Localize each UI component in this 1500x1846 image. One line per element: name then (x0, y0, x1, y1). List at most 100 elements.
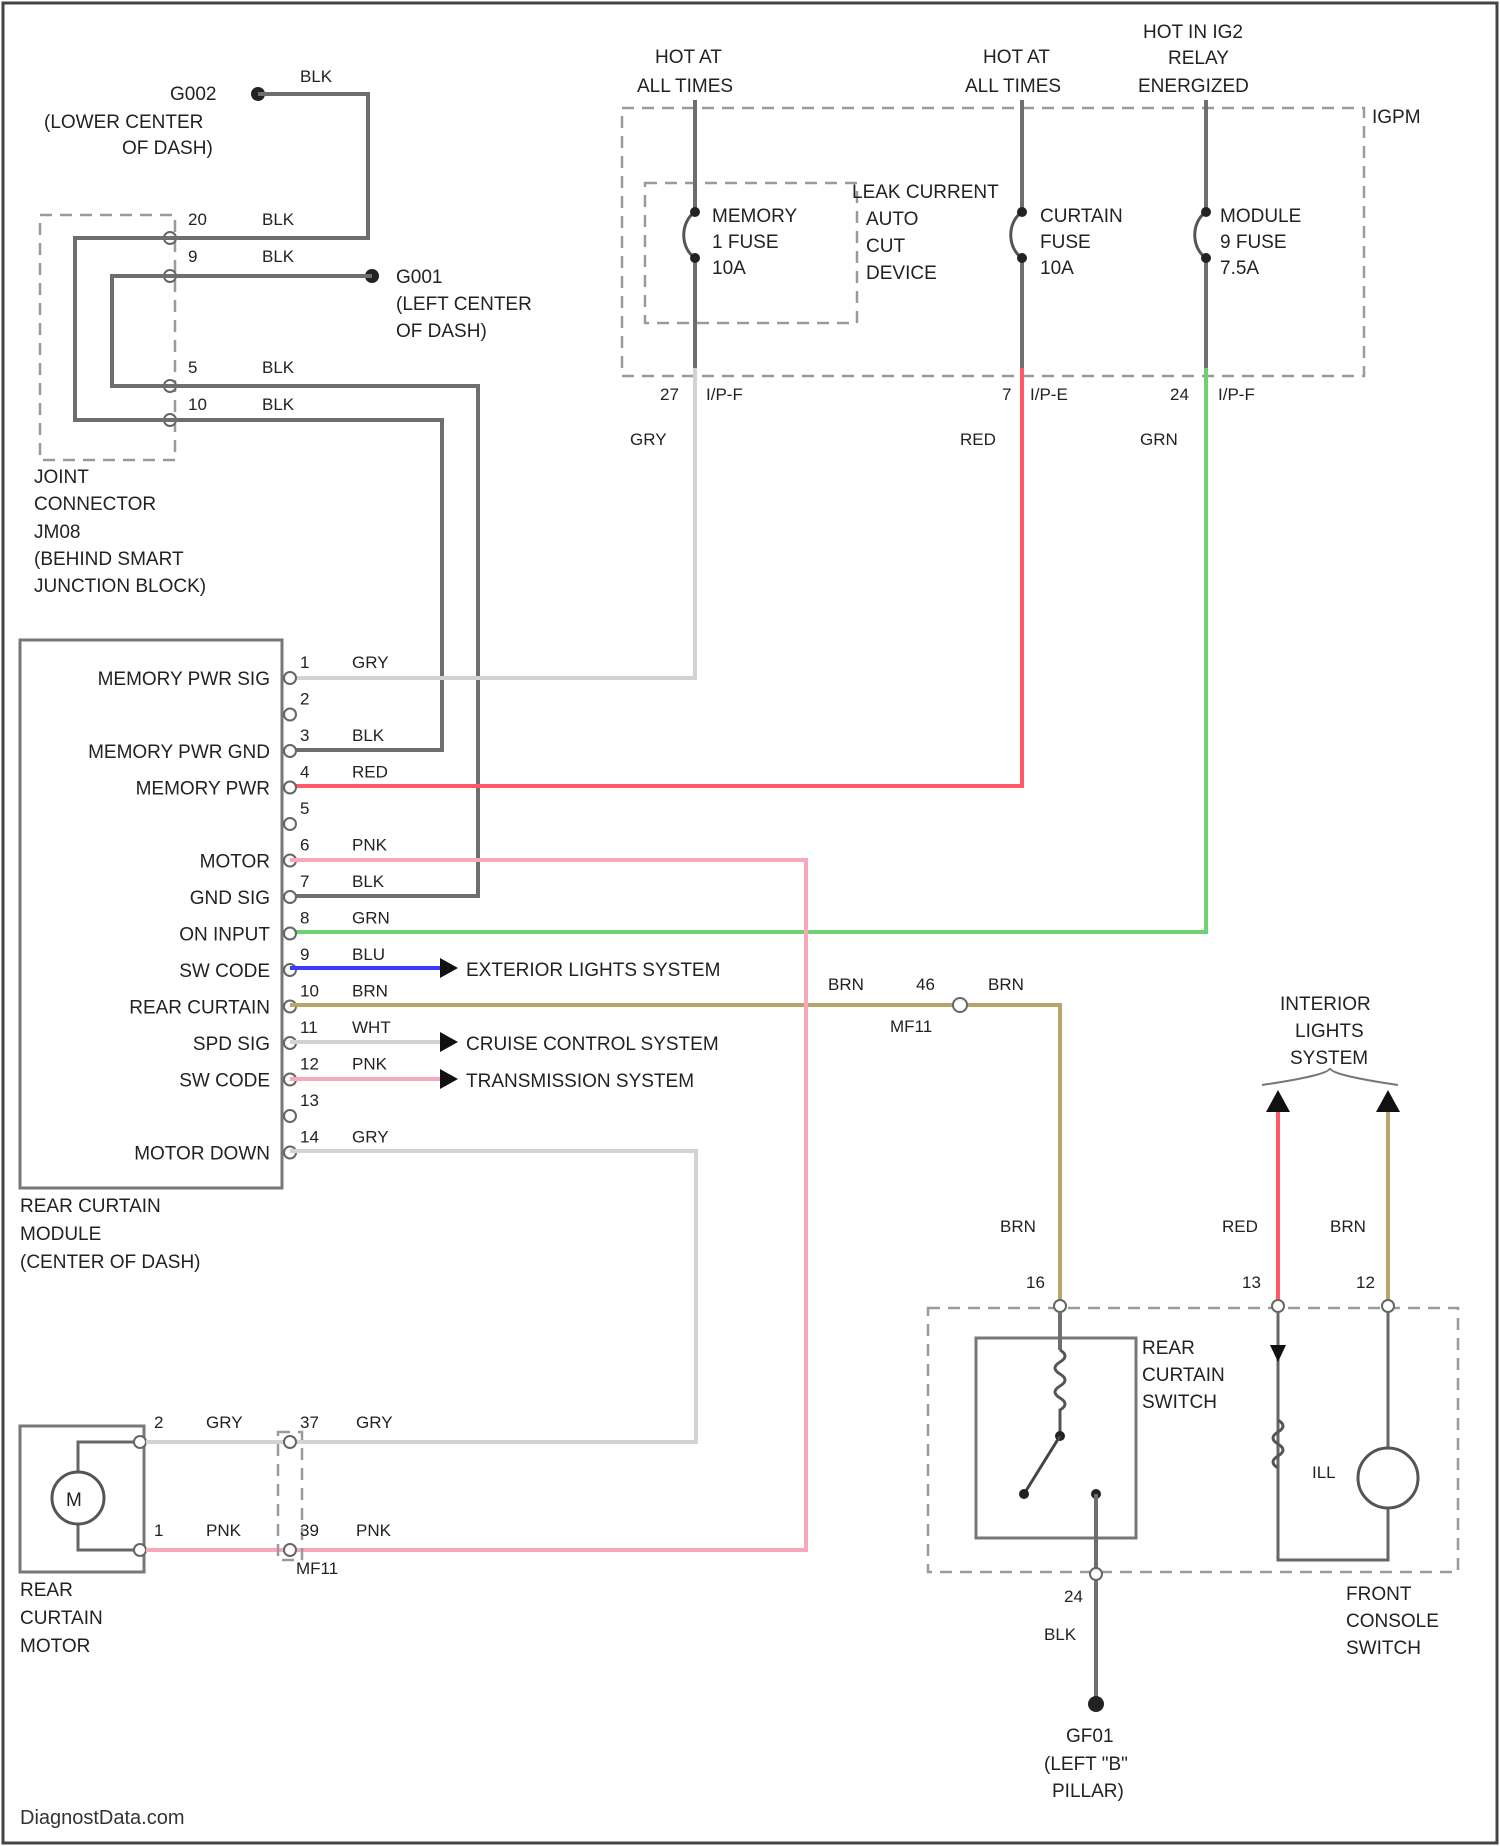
svg-text:BLK: BLK (262, 358, 295, 377)
svg-text:OF DASH): OF DASH) (396, 321, 487, 342)
arrow-exterior-lights (440, 958, 458, 978)
svg-text:BRN: BRN (1000, 1217, 1036, 1236)
svg-text:27: 27 (660, 385, 679, 404)
module-wire-color: GRY (352, 653, 389, 672)
module-pin-number: 8 (300, 909, 309, 928)
svg-text:1 FUSE: 1 FUSE (712, 232, 779, 253)
svg-text:JUNCTION BLOCK): JUNCTION BLOCK) (34, 576, 206, 597)
ground-g001: G001 (LEFT CENTER OF DASH) (365, 267, 532, 342)
module-pin-number: 10 (300, 982, 319, 1001)
svg-text:GRY: GRY (630, 430, 667, 449)
rear-curtain-motor: M 2 GRY 37 GRY 1 PNK 39 PNK MF11 REAR CU… (20, 1413, 393, 1657)
module-pin-number: 14 (300, 1128, 319, 1147)
svg-text:ENERGIZED: ENERGIZED (1138, 76, 1249, 97)
page-border (3, 3, 1497, 1843)
svg-text:GRY: GRY (206, 1413, 243, 1432)
svg-text:REAR: REAR (20, 1580, 73, 1601)
svg-text:24: 24 (1064, 1587, 1083, 1606)
svg-text:M: M (66, 1490, 82, 1511)
svg-text:RELAY: RELAY (1168, 48, 1229, 69)
svg-text:10A: 10A (712, 258, 746, 279)
module-signal-name: MEMORY PWR GND (88, 742, 270, 763)
svg-text:CURTAIN: CURTAIN (1142, 1365, 1225, 1386)
svg-text:CONNECTOR: CONNECTOR (34, 494, 156, 515)
svg-text:37: 37 (300, 1413, 319, 1432)
svg-text:(LOWER CENTER: (LOWER CENTER (44, 112, 203, 133)
svg-text:DEVICE: DEVICE (866, 263, 937, 284)
svg-text:LEAK CURRENT: LEAK CURRENT (852, 182, 999, 203)
svg-text:JM08: JM08 (34, 522, 80, 543)
svg-text:AUTO: AUTO (866, 209, 918, 230)
svg-text:10: 10 (188, 395, 207, 414)
module-pin-number: 13 (300, 1091, 319, 1110)
svg-text:OF DASH): OF DASH) (122, 138, 213, 159)
footer-watermark: DiagnostData.com (20, 1807, 185, 1829)
svg-text:PNK: PNK (206, 1521, 242, 1540)
svg-text:ALL TIMES: ALL TIMES (637, 76, 733, 97)
module-pin-3 (284, 745, 296, 757)
svg-text:RED: RED (1222, 1217, 1258, 1236)
svg-text:BLK: BLK (1044, 1625, 1077, 1644)
module-signal-name: MEMORY PWR (136, 779, 270, 800)
svg-text:46: 46 (916, 975, 935, 994)
module-pin-number: 6 (300, 836, 309, 855)
module-pin-rows: 1GRYMEMORY PWR SIG23BLKMEMORY PWR GND4RE… (88, 653, 391, 1165)
system-transmission: TRANSMISSION SYSTEM (466, 1071, 694, 1092)
svg-text:MODULE: MODULE (1220, 206, 1301, 227)
wire-gry-motor-down (290, 1151, 696, 1442)
svg-text:JOINT: JOINT (34, 467, 89, 488)
module-pin-number: 11 (300, 1018, 318, 1037)
ground-gf01: GF01 (LEFT "B" PILLAR) (1044, 1625, 1128, 1802)
module-signal-name: MOTOR DOWN (134, 1144, 270, 1165)
module-pin-1 (284, 672, 296, 684)
module-signal-name: GND SIG (190, 888, 270, 909)
module-wire-color: GRN (352, 909, 390, 928)
svg-text:MF11: MF11 (296, 1559, 338, 1578)
module-pin-number: 7 (300, 872, 309, 891)
svg-text:HOT AT: HOT AT (983, 47, 1050, 68)
svg-text:FUSE: FUSE (1040, 232, 1091, 253)
svg-text:INTERIOR: INTERIOR (1280, 994, 1371, 1015)
module-pin-8 (284, 928, 296, 940)
svg-text:7: 7 (1002, 385, 1011, 404)
svg-text:16: 16 (1026, 1273, 1045, 1292)
wire-grn-on-input (290, 368, 1206, 932)
svg-text:PILLAR): PILLAR) (1052, 1781, 1124, 1802)
module-pin-number: 4 (300, 763, 309, 782)
module-signal-name: ON INPUT (179, 925, 270, 946)
module-wire-color: BLK (352, 872, 385, 891)
svg-text:10A: 10A (1040, 258, 1074, 279)
svg-text:REAR: REAR (1142, 1338, 1195, 1359)
module-wire-color: RED (352, 763, 388, 782)
module-signal-name: SW CODE (179, 961, 270, 982)
module-pin-5 (284, 818, 296, 830)
svg-text:ALL TIMES: ALL TIMES (965, 76, 1061, 97)
module-pin-number: 2 (300, 690, 309, 709)
module-wire-color: BLU (352, 945, 385, 964)
module-wire-color: BLK (352, 726, 385, 745)
svg-text:1: 1 (154, 1521, 163, 1540)
module-wire-color: GRY (352, 1128, 389, 1147)
module-signal-name: MEMORY PWR SIG (98, 669, 270, 690)
module-signal-name: MOTOR (200, 852, 270, 873)
svg-text:PNK: PNK (356, 1521, 392, 1540)
system-cruise-control: CRUISE CONTROL SYSTEM (466, 1034, 719, 1055)
svg-text:HOT AT: HOT AT (655, 47, 722, 68)
interior-lights-system: INTERIOR LIGHTS SYSTEM (1262, 994, 1400, 1300)
svg-text:CONSOLE: CONSOLE (1346, 1611, 1439, 1632)
svg-text:SWITCH: SWITCH (1346, 1638, 1421, 1659)
svg-text:2: 2 (154, 1413, 163, 1432)
module-signal-name: SW CODE (179, 1071, 270, 1092)
wire-gry-memory (290, 368, 695, 678)
svg-text:FRONT: FRONT (1346, 1584, 1412, 1605)
svg-text:LIGHTS: LIGHTS (1295, 1021, 1364, 1042)
module-label: REAR CURTAIN MODULE (CENTER OF DASH) (20, 1196, 201, 1273)
svg-text:BLK: BLK (262, 210, 295, 229)
system-exterior-lights: EXTERIOR LIGHTS SYSTEM (466, 960, 720, 981)
module-pin-13 (284, 1110, 296, 1122)
module-pin-number: 1 (300, 653, 309, 672)
svg-text:REAR CURTAIN: REAR CURTAIN (20, 1196, 161, 1217)
svg-text:GF01: GF01 (1066, 1726, 1114, 1747)
arrow-transmission (440, 1069, 458, 1089)
